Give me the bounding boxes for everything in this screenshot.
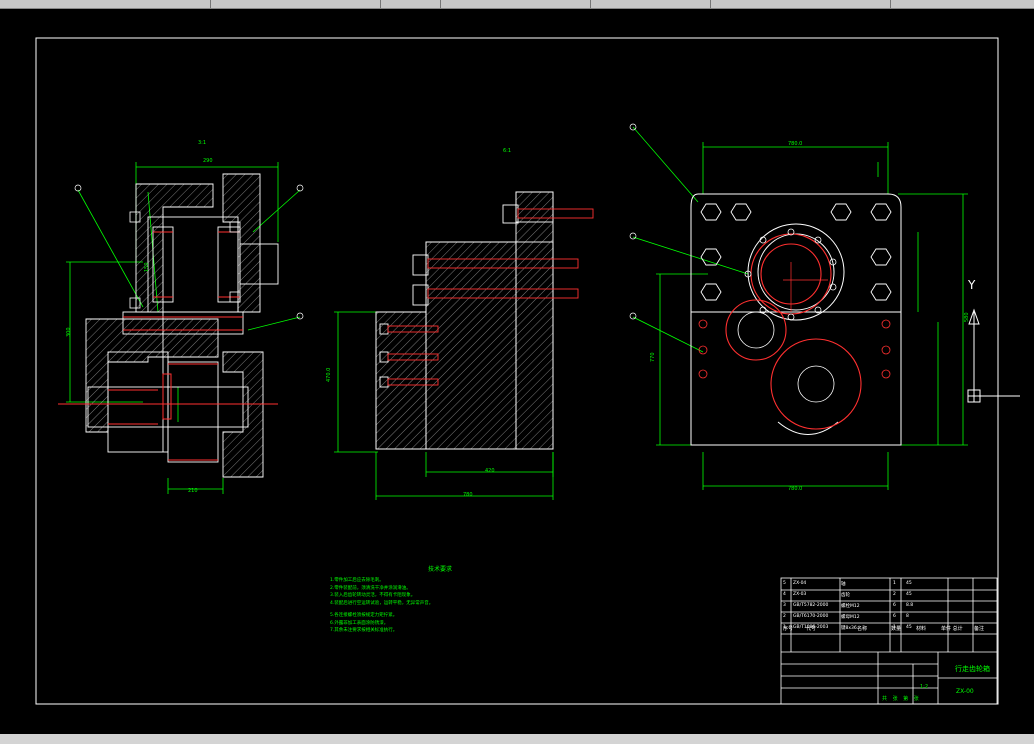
header-material: 材料 — [916, 626, 927, 632]
svg-text:420: 420 — [485, 468, 495, 474]
title-block — [780, 577, 998, 705]
svg-text:150: 150 — [144, 262, 150, 272]
svg-text:210: 210 — [188, 488, 198, 494]
drawing-code: ZX-00 — [956, 688, 974, 695]
tech-requirement-line: 6.外露非加工表面涂防锈漆。 — [330, 620, 389, 626]
drawing-name: 行走齿轮箱 — [955, 665, 990, 673]
parts-row: 2 GB/T6170-2000 螺母M12 6 8 — [781, 612, 997, 623]
parts-cell: 8.8 — [906, 603, 914, 608]
tech-requirements-heading: 技术要求 — [427, 566, 452, 573]
parts-cell: ZX-03 — [793, 592, 807, 597]
side-view-middle: 6:1 470.0 780 420 — [326, 148, 594, 500]
svg-text:580: 580 — [964, 312, 970, 322]
tech-requirements-list: 1.零件加工后应去除毛刺。 2.零件装配前，须清洗干净并涂润滑油。 3.装入后齿轮转… — [330, 577, 550, 635]
parts-cell: 螺栓M12 — [841, 604, 860, 609]
sheet-count: 共 张 第 张 — [882, 696, 921, 702]
parts-cell: 键8x36 — [841, 626, 857, 631]
parts-list: 5 ZX-04 轴 1 45 4 ZX-03 齿轮 2 45 3 GB/T5782-2000 螺栓M12… — [781, 579, 997, 634]
drawing-canvas[interactable]: 3:1 290 300 210 150 — [8, 12, 1024, 732]
ucs-icon — [967, 308, 1020, 403]
parts-header: 序号 代号 名称 数量 材料 单件 总计 备注 — [781, 625, 997, 639]
svg-text:780.0: 780.0 — [788, 141, 802, 147]
header-qty: 数量 — [891, 626, 902, 632]
parts-cell: GB/T5782-2000 — [793, 603, 829, 608]
parts-cell: 轴 — [841, 582, 846, 587]
sheet-border — [35, 37, 999, 705]
svg-text:6:1: 6:1 — [503, 148, 511, 154]
status-bar[interactable] — [0, 734, 1034, 744]
header-code: 代号 — [806, 626, 817, 632]
parts-cell: 45 — [906, 592, 912, 597]
parts-row: 5 ZX-04 轴 1 45 — [781, 579, 997, 590]
parts-row: 1 GB/T1096-2003 键8x36 1 45 — [781, 623, 997, 634]
parts-cell: 4 — [783, 592, 786, 597]
ucs-y-label: Y — [968, 278, 976, 292]
parts-cell: 螺母M12 — [841, 615, 860, 620]
header-name: 名称 — [857, 626, 868, 632]
parts-cell: GB/T1096-2003 — [793, 625, 829, 630]
svg-text:780.0: 780.0 — [788, 486, 802, 492]
parts-cell: 5 — [783, 581, 786, 586]
tech-requirements: 技术要求 1.零件加工后应去除毛刺。 2.零件装配前，须清洗干净并涂润滑油。 3.装… — [330, 564, 550, 635]
parts-cell: 8 — [906, 614, 909, 619]
parts-row: 4 ZX-03 齿轮 2 45 — [781, 590, 997, 601]
svg-text:780: 780 — [463, 492, 473, 498]
svg-text:770: 770 — [650, 352, 656, 362]
parts-cell: 45 — [906, 625, 912, 630]
svg-text:470.0: 470.0 — [326, 368, 332, 382]
header-remark: 备注 — [974, 626, 985, 632]
parts-cell: 2 — [783, 614, 786, 619]
parts-cell: 1 — [893, 581, 896, 586]
parts-cell: 1 — [893, 625, 896, 630]
parts-cell: 齿轮 — [841, 593, 850, 598]
svg-text:290: 290 — [203, 158, 213, 164]
parts-cell: GB/T6170-2000 — [793, 614, 829, 619]
parts-cell: 45 — [906, 581, 912, 586]
svg-text:3:1: 3:1 — [198, 140, 206, 146]
tech-requirement-line: 5.各连接螺栓须按规定力矩拧紧。 — [330, 613, 398, 618]
tech-requirement-line: 3.装入后齿轮转动灵活，不得有卡阻现象。 — [330, 593, 416, 598]
parts-cell: 2 — [893, 592, 896, 597]
section-view-left: 3:1 290 300 210 150 — [58, 140, 304, 494]
tech-requirement-line: 4.装配后进行空运转试验，运转平稳，无异常声音。 — [330, 600, 434, 606]
front-view-right: 780.0 780.0 770 580 — [629, 123, 970, 492]
parts-cell: 3 — [783, 603, 786, 608]
menu-toolbar-strip[interactable] — [0, 0, 1034, 9]
parts-cell: ZX-04 — [793, 581, 807, 586]
parts-cell: 6 — [893, 614, 896, 619]
drawing-scale: 1:2 — [920, 684, 929, 690]
parts-cell: 1 — [783, 625, 786, 630]
tech-requirement-line: 1.零件加工后应去除毛刺。 — [330, 578, 384, 583]
svg-text:300: 300 — [66, 327, 72, 337]
header-seq: 序号 — [783, 626, 794, 632]
header-weight: 单件 总计 — [941, 626, 963, 632]
tech-requirement-line: 7.其余未注要求按相关标准执行。 — [330, 628, 398, 633]
parts-cell: 6 — [893, 603, 896, 608]
tech-requirement-line: 2.零件装配前，须清洗干净并涂润滑油。 — [330, 585, 411, 591]
parts-row: 3 GB/T5782-2000 螺栓M12 6 8.8 — [781, 601, 997, 612]
